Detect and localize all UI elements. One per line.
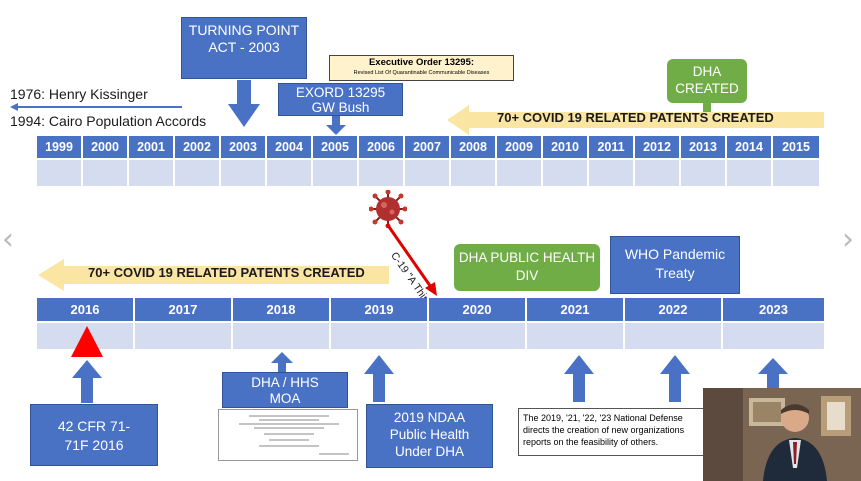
dha-hhs-box: DHA / HHS MOA — [222, 372, 348, 408]
exord-box: EXORD 13295 GW Bush — [278, 83, 403, 116]
chevron-right-icon[interactable]: › — [842, 222, 854, 257]
turning-point-arrow — [227, 80, 261, 128]
document-lines-icon — [219, 410, 357, 460]
cfr-label: 42 CFR 71-71F 2016 — [58, 418, 130, 453]
presenter-video[interactable] — [703, 388, 861, 481]
turning-point-box: TURNING POINT ACT - 2003 — [181, 17, 307, 79]
executive-order-subtitle: Revised List Of Quarantinable Communicab… — [330, 69, 513, 77]
history-1976: 1976: Henry Kissinger — [10, 86, 148, 102]
bottom-sub-row — [37, 323, 824, 349]
year-cell: 2005 — [313, 136, 359, 158]
dha-hhs-arrow — [270, 352, 294, 374]
year-cell: 2016 — [37, 298, 135, 321]
turning-point-label: TURNING POINT ACT - 2003 — [189, 22, 299, 55]
year-cell: 2001 — [129, 136, 175, 158]
red-triangle-marker — [70, 326, 104, 358]
year-cell: 2015 — [773, 136, 819, 158]
dha-created-box: DHA CREATED — [667, 59, 747, 103]
year-cell: 2014 — [727, 136, 773, 158]
year-cell: 2021 — [527, 298, 625, 321]
top-sub-row — [37, 160, 824, 186]
bottom-patents-label: 70+ COVID 19 RELATED PATENTS CREATED — [88, 265, 365, 280]
year-cell: 2006 — [359, 136, 405, 158]
top-patents-label: 70+ COVID 19 RELATED PATENTS CREATED — [497, 110, 774, 125]
year-cell: 2013 — [681, 136, 727, 158]
ndaa-label: 2019 NDAA Public Health Under DHA — [390, 410, 470, 459]
year-cell: 2007 — [405, 136, 451, 158]
dha-hhs-label: DHA / HHS MOA — [251, 375, 319, 406]
top-year-row: 1999 2000 2001 2002 2003 2004 2005 2006 … — [37, 136, 824, 158]
chevron-left-icon[interactable]: ‹ — [2, 222, 14, 257]
up-arrow-2022 — [659, 355, 691, 403]
ndaa-note-text: The 2019, '21, '22, '23 National Defense… — [523, 413, 684, 447]
ndaa-arrow — [363, 355, 395, 403]
bottom-year-row: 2016 2017 2018 2019 2020 2021 2022 2023 — [37, 298, 824, 321]
up-arrow-2021 — [563, 355, 595, 403]
year-cell: 2004 — [267, 136, 313, 158]
year-cell: 2003 — [221, 136, 267, 158]
year-cell: 2019 — [331, 298, 429, 321]
exord-label: EXORD 13295 — [279, 85, 402, 100]
who-treaty-box: WHO Pandemic Treaty — [610, 236, 740, 294]
year-cell: 2009 — [497, 136, 543, 158]
year-cell: 2002 — [175, 136, 221, 158]
history-arrow — [10, 103, 185, 111]
executive-order-box: Executive Order 13295: Revised List Of Q… — [329, 55, 514, 81]
dha-created-label: DHA CREATED — [675, 64, 739, 96]
year-cell: 2022 — [625, 298, 723, 321]
who-treaty-label: WHO Pandemic Treaty — [625, 246, 725, 281]
dha-public-health-label: DHA PUBLIC HEALTH DIV — [459, 250, 595, 283]
year-cell: 2011 — [589, 136, 635, 158]
year-cell: 2020 — [429, 298, 527, 321]
exord-sub-label: GW Bush — [279, 100, 402, 115]
year-cell: 2000 — [83, 136, 129, 158]
ndaa-box: 2019 NDAA Public Health Under DHA — [366, 404, 493, 468]
year-cell: 1999 — [37, 136, 83, 158]
presenter-image — [703, 388, 861, 481]
year-cell: 2012 — [635, 136, 681, 158]
moa-document-thumbnail — [218, 409, 358, 461]
history-1994: 1994: Cairo Population Accords — [10, 113, 206, 129]
ndaa-note: The 2019, '21, '22, '23 National Defense… — [518, 408, 708, 456]
year-cell: 2023 — [723, 298, 824, 321]
year-cell: 2018 — [233, 298, 331, 321]
executive-order-title: Executive Order 13295: — [330, 56, 513, 69]
year-cell: 2010 — [543, 136, 589, 158]
year-cell: 2008 — [451, 136, 497, 158]
exord-arrow — [325, 116, 347, 136]
cfr-arrow — [71, 360, 103, 404]
dha-public-health-box: DHA PUBLIC HEALTH DIV — [454, 244, 600, 291]
cfr-box: 42 CFR 71-71F 2016 — [30, 404, 158, 466]
year-cell: 2017 — [135, 298, 233, 321]
